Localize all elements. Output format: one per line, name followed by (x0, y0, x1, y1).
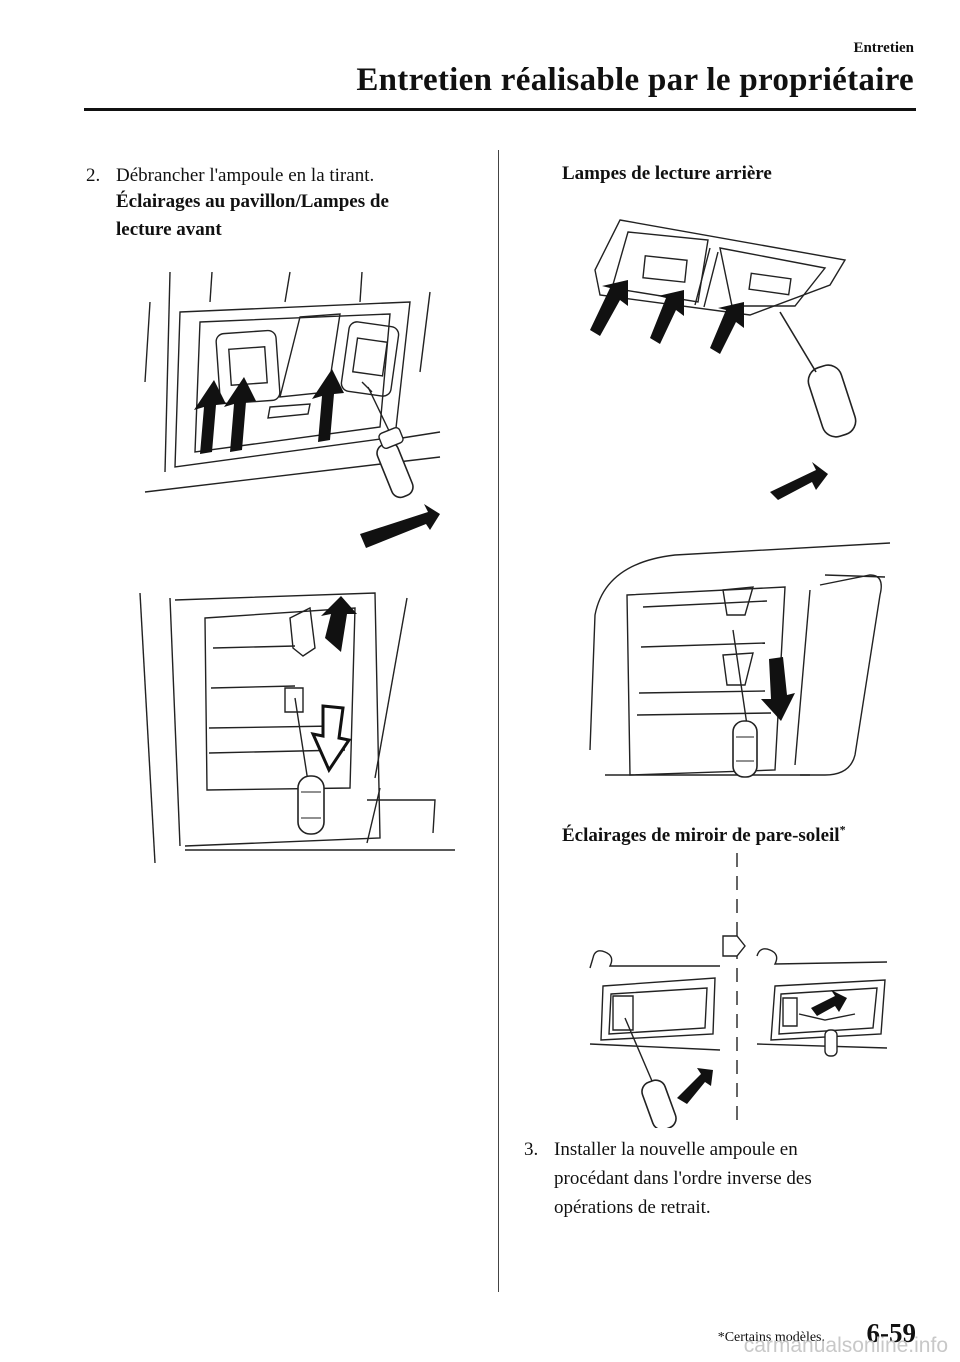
rear-bulb-pull-illustration (585, 535, 895, 815)
step-2: 2. Débrancher l'ampoule en la tirant. (86, 162, 486, 192)
subheading-front-line2: lecture avant (116, 219, 222, 240)
page-number: 6-59 (866, 1318, 917, 1348)
page-title: Entretien réalisable par le propriétaire (356, 62, 914, 98)
column-divider (498, 150, 499, 1292)
step-3-line3: opérations de retrait. (554, 1197, 711, 1218)
subheading-mirror-asterisk: * (839, 822, 846, 837)
subheading-front-line1: Éclairages au pavillon/Lampes de (116, 191, 389, 212)
watermark: carmanualsonline.info (743, 1334, 948, 1357)
sunvisor-lamp-illustration (585, 848, 895, 1128)
step-2-number: 2. (86, 165, 101, 186)
front-lamp-removal-illustration (140, 262, 450, 548)
subheading-rear: Lampes de lecture arrière (562, 163, 772, 184)
step-3-line1: Installer la nouvelle ampoule en (554, 1139, 798, 1160)
front-bulb-pull-illustration (135, 578, 455, 868)
step-3-number: 3. (524, 1139, 539, 1160)
section-label: Entretien (853, 40, 914, 56)
footnote: *Certains modèles. (717, 1330, 825, 1345)
rear-lamp-removal-illustration (590, 210, 870, 500)
subheading-mirror: Éclairages de miroir de pare-soleil* (562, 822, 846, 850)
step-2-text: Débrancher l'ampoule en la tirant. (116, 165, 375, 186)
step-3: 3. Installer la nouvelle ampoule en (524, 1136, 934, 1166)
subheading-mirror-text: Éclairages de miroir de pare-soleil (562, 825, 840, 846)
step-3-line2: procédant dans l'ordre inverse des (554, 1168, 812, 1189)
header-rule (84, 108, 916, 111)
